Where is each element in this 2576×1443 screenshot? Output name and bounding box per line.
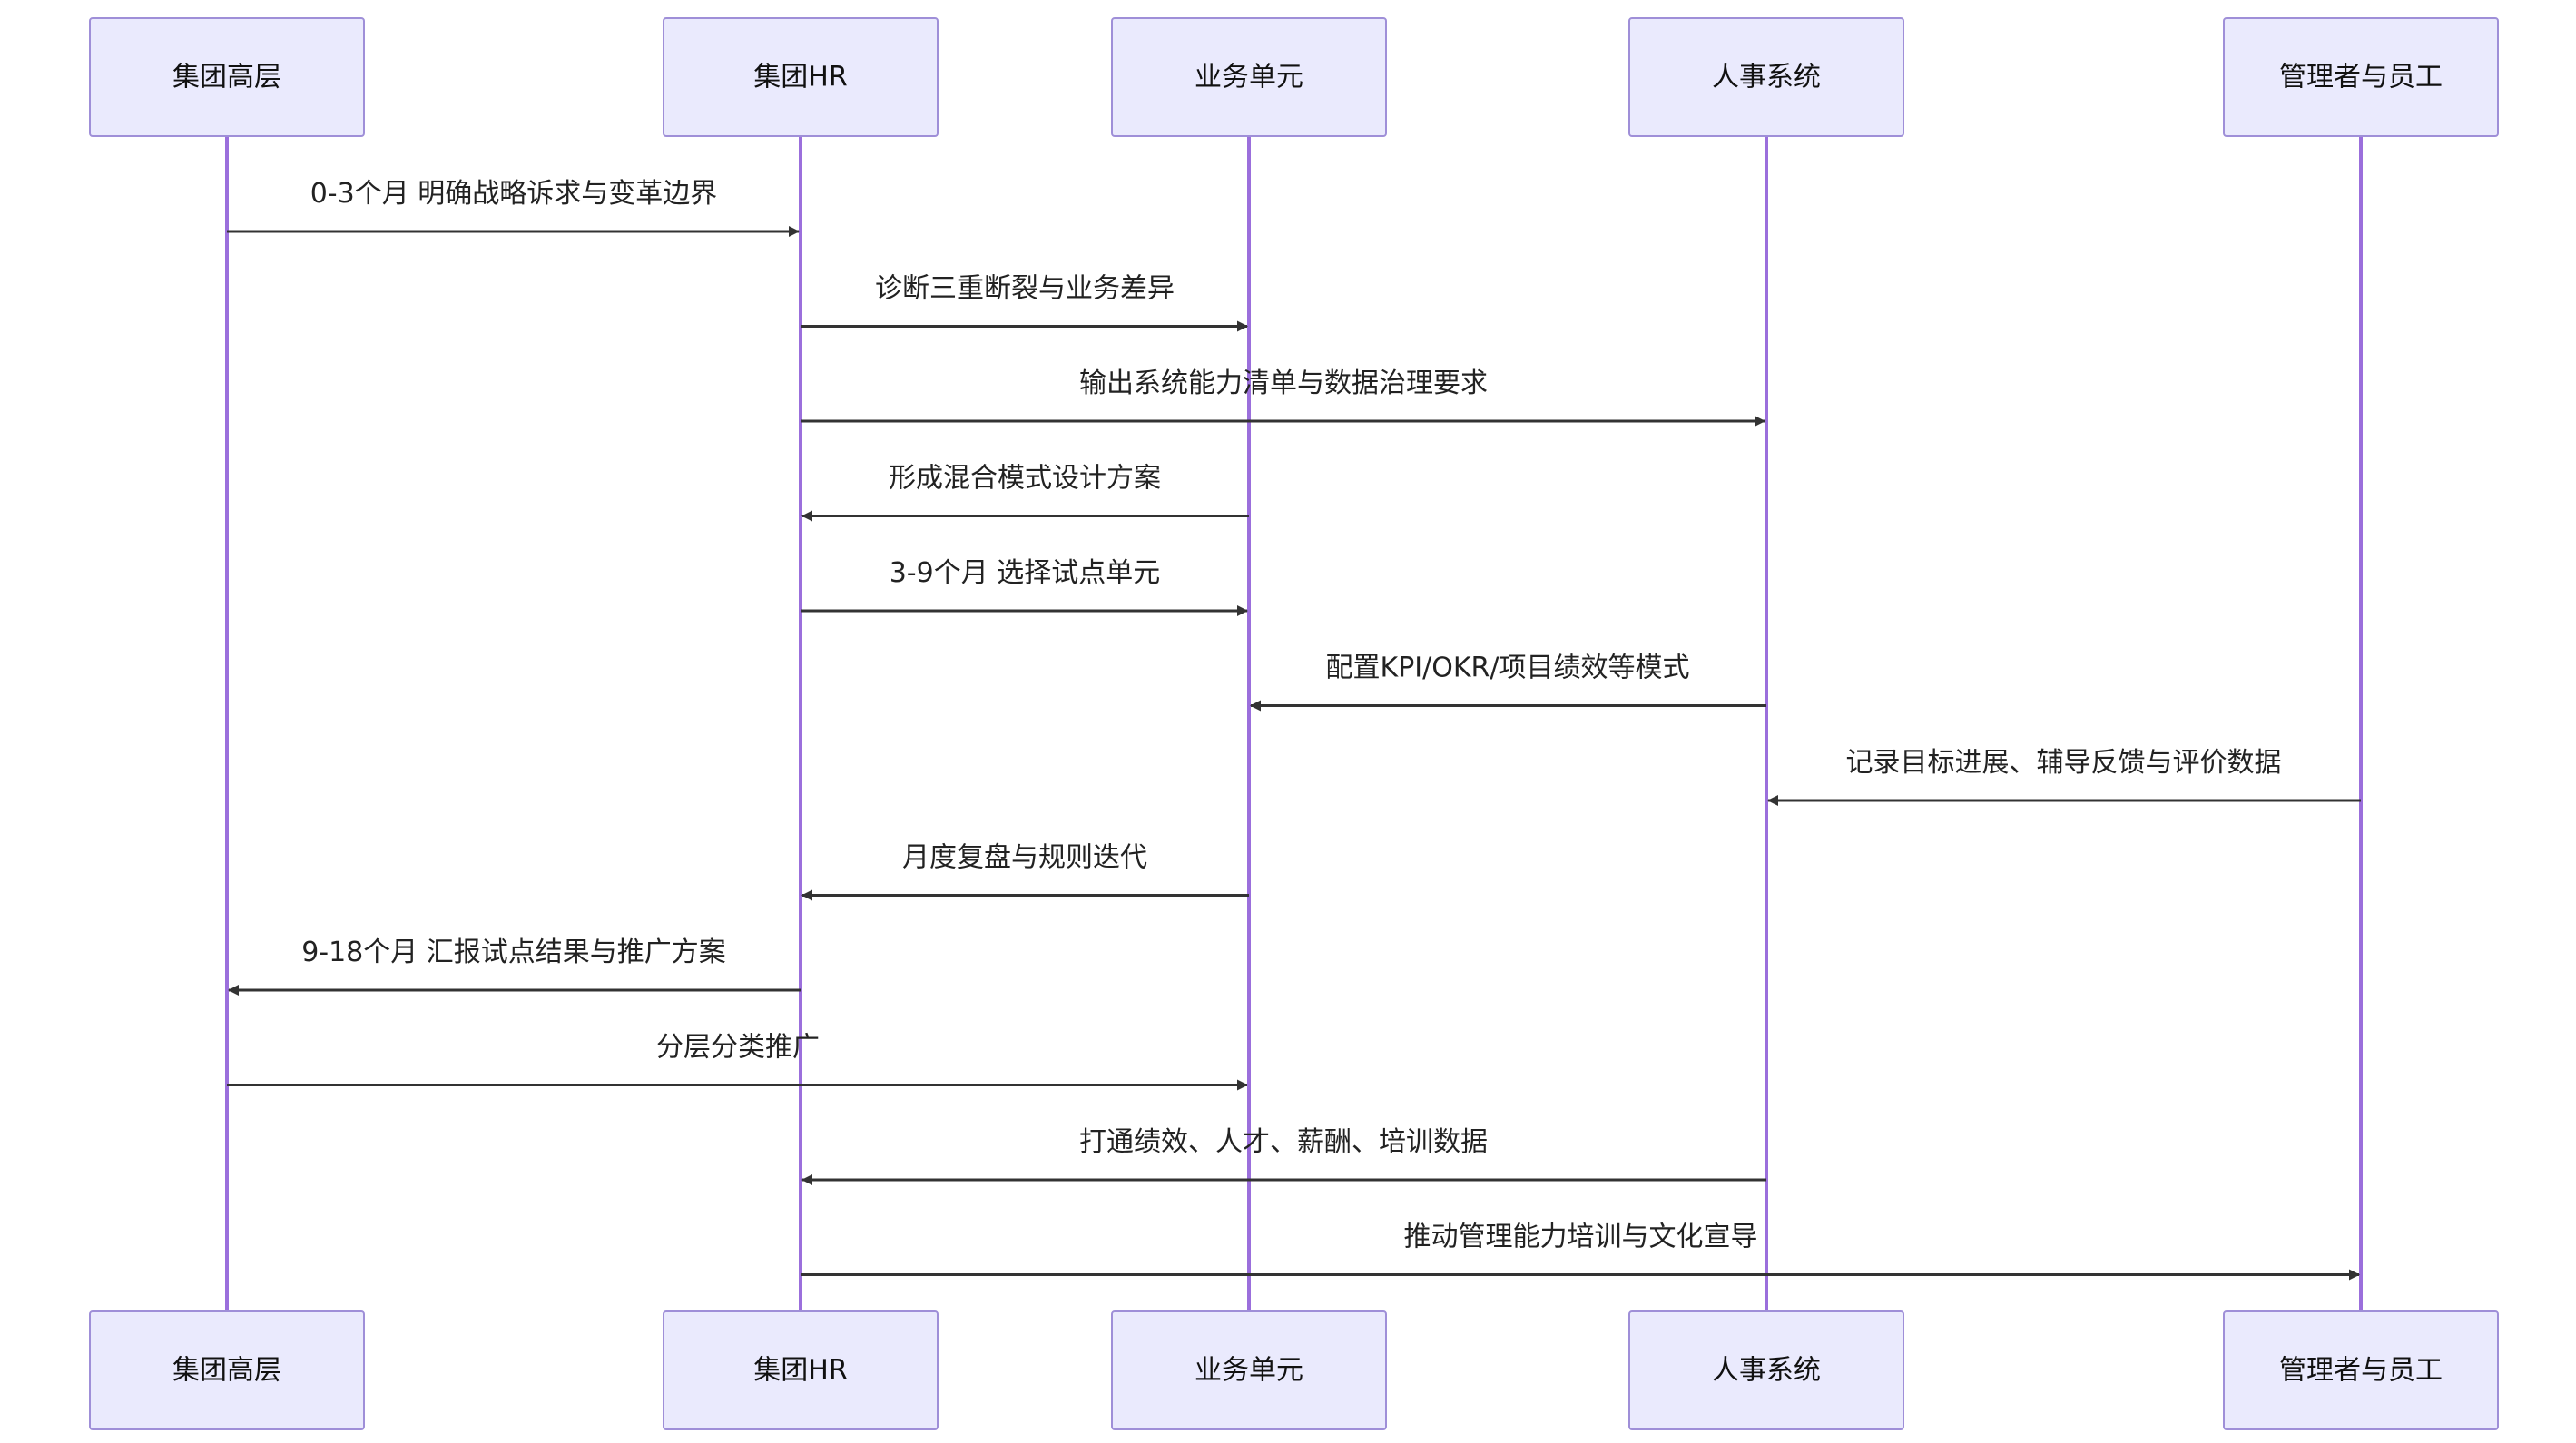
message-1: 0-3个月 明确战略诉求与变革边界 — [227, 178, 800, 237]
participant-exec-bottom: 集团高层 — [89, 1310, 365, 1430]
participant-label: 集团HR — [753, 1355, 847, 1387]
participant-label: 人事系统 — [1712, 62, 1821, 93]
messages: 0-3个月 明确战略诉求与变革边界诊断三重断裂与业务差异输出系统能力清单与数据治… — [227, 178, 2361, 1281]
participant-label: 管理者与员工 — [2279, 62, 2443, 93]
participant-box — [89, 17, 365, 137]
participant-label: 集团高层 — [172, 62, 281, 93]
message-label: 诊断三重断裂与业务差异 — [875, 273, 1175, 305]
participant-hr-top: 集团HR — [663, 17, 939, 137]
participant-sys-top: 人事系统 — [1628, 17, 1904, 137]
message-3: 输出系统能力清单与数据治理要求 — [801, 368, 1765, 427]
message-label: 打通绩效、人才、薪酬、培训数据 — [1079, 1126, 1488, 1158]
participant-box — [2223, 1310, 2499, 1430]
message-label: 9-18个月 汇报试点结果与推广方案 — [301, 937, 726, 968]
message-9: 9-18个月 汇报试点结果与推广方案 — [228, 937, 801, 996]
message-12: 推动管理能力培训与文化宣导 — [801, 1222, 2360, 1281]
participant-box — [89, 1310, 365, 1430]
participant-label: 业务单元 — [1195, 1355, 1303, 1387]
message-7: 记录目标进展、辅导反馈与评价数据 — [1767, 747, 2361, 806]
message-label: 记录目标进展、辅导反馈与评价数据 — [1846, 747, 2282, 779]
participant-box — [1628, 1310, 1904, 1430]
message-2: 诊断三重断裂与业务差异 — [801, 273, 1248, 332]
message-6: 配置KPI/OKR/项目绩效等模式 — [1250, 653, 1766, 712]
message-10: 分层分类推广 — [227, 1032, 1248, 1091]
participant-box — [2223, 17, 2499, 137]
participant-box — [1111, 17, 1387, 137]
participant-sys-bottom: 人事系统 — [1628, 1310, 1904, 1430]
participant-box — [663, 17, 939, 137]
message-4: 形成混合模式设计方案 — [801, 463, 1249, 522]
message-label: 推动管理能力培训与文化宣导 — [1404, 1222, 1758, 1253]
message-label: 输出系统能力清单与数据治理要求 — [1079, 368, 1488, 399]
participant-mgr-bottom: 管理者与员工 — [2223, 1310, 2499, 1430]
participant-label: 集团高层 — [172, 1355, 281, 1387]
participant-bu-bottom: 业务单元 — [1111, 1310, 1387, 1430]
participant-label: 管理者与员工 — [2279, 1355, 2443, 1387]
participant-hr-bottom: 集团HR — [663, 1310, 939, 1430]
message-8: 月度复盘与规则迭代 — [801, 842, 1249, 901]
participant-label: 业务单元 — [1195, 62, 1303, 93]
message-5: 3-9个月 选择试点单元 — [801, 557, 1248, 616]
message-label: 月度复盘与规则迭代 — [902, 842, 1147, 874]
lifelines — [225, 136, 2363, 1311]
participant-box — [1628, 17, 1904, 137]
message-11: 打通绩效、人才、薪酬、培训数据 — [801, 1126, 1766, 1185]
participant-mgr-top: 管理者与员工 — [2223, 17, 2499, 137]
message-label: 形成混合模式设计方案 — [889, 463, 1161, 495]
participant-box — [663, 1310, 939, 1430]
participant-box — [1111, 1310, 1387, 1430]
message-label: 3-9个月 选择试点单元 — [890, 557, 1161, 589]
message-label: 配置KPI/OKR/项目绩效等模式 — [1326, 653, 1690, 684]
participant-bu-top: 业务单元 — [1111, 17, 1387, 137]
participant-label: 集团HR — [753, 62, 847, 93]
participant-exec-top: 集团高层 — [89, 17, 365, 137]
participant-label: 人事系统 — [1712, 1355, 1821, 1387]
message-label: 0-3个月 明确战略诉求与变革边界 — [310, 178, 718, 210]
participants: 集团高层集团高层集团HR集团HR业务单元业务单元人事系统人事系统管理者与员工管理… — [89, 17, 2499, 1430]
message-label: 分层分类推广 — [656, 1032, 820, 1064]
